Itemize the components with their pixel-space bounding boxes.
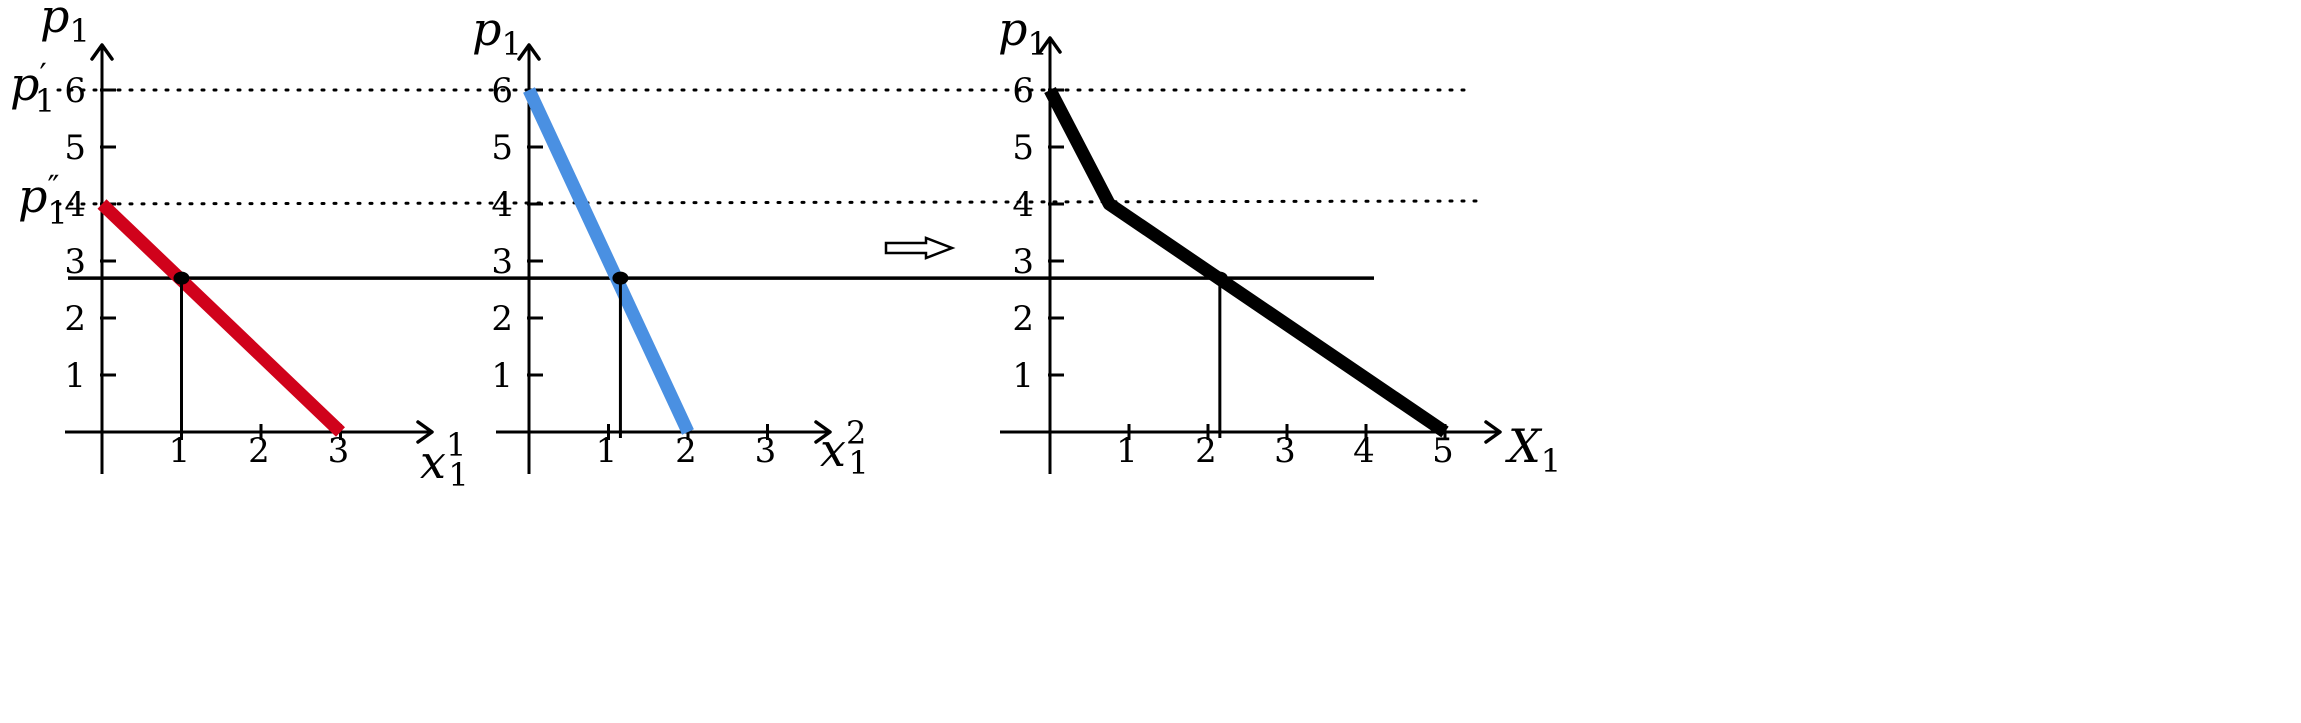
implies-arrow-icon (884, 236, 956, 260)
demand-curve (523, 87, 694, 435)
y-tick-label: 3 (1012, 242, 1034, 282)
x-tick-label: 4 (1353, 431, 1375, 471)
y-tick-label: 4 (1012, 185, 1034, 225)
y-tick-label: 2 (1012, 299, 1034, 339)
y-axis-label: p1 (472, 2, 522, 63)
price-labels: p′1 p″1 (10, 56, 68, 232)
y-tick-label: 1 (64, 356, 86, 396)
y-axis-arrowhead (90, 43, 114, 61)
p-prime-label-mark: ′ (39, 56, 46, 94)
p-double-prime-label: p″1 (18, 168, 68, 232)
y-tick-label: 5 (64, 128, 86, 168)
x-tick-label: 1 (596, 431, 618, 471)
y-tick-label: 2 (491, 299, 513, 339)
price-guide-lines (56, 88, 1480, 280)
demand-curve (1044, 87, 1449, 438)
y-tick-label: 4 (491, 185, 513, 225)
demand-curve (97, 199, 345, 437)
x-tick-label: 2 (1195, 431, 1217, 471)
x-tick-label: 1 (1116, 431, 1138, 471)
x-axis-label-sub: 1 (448, 456, 468, 494)
x-tick-label: 3 (755, 431, 777, 471)
guide-line-p-double-prime (56, 199, 1480, 206)
y-axis-label: p1 (40, 0, 90, 50)
y-axis-arrowhead (517, 43, 541, 61)
x-tick-label: 3 (1274, 431, 1296, 471)
x-axis-label-sup: 1 (446, 426, 466, 464)
y-tick-label: 2 (64, 299, 86, 339)
p-double-prime-label-mark: ″ (47, 168, 59, 206)
x-tick-label: 1 (169, 431, 191, 471)
y-axis-label-sub: 1 (501, 25, 521, 63)
implies-arrow (884, 236, 956, 260)
y-axis-label-sub: 1 (1027, 25, 1047, 63)
x-axis-label-sup: 2 (846, 414, 866, 452)
p-prime-label: p′1 (10, 56, 55, 120)
y-tick-label: 5 (1012, 128, 1034, 168)
y-axis-label-sub: 1 (69, 12, 89, 50)
equilibrium-point (612, 271, 629, 285)
x-axis-label: X1 (1505, 419, 1561, 480)
y-axis-label: p1 (998, 2, 1048, 63)
p-prime-label-sub: 1 (35, 82, 55, 120)
x-axis-arrowhead (416, 420, 434, 444)
x-axis-arrowhead (1484, 420, 1502, 444)
x-axis-label-sub: 1 (848, 444, 868, 482)
equilibrium-point (1211, 271, 1228, 285)
p-double-prime-label-sub: 1 (47, 194, 67, 232)
x-tick-label: 5 (1432, 431, 1454, 471)
y-tick-label: 3 (491, 242, 513, 282)
y-tick-label: 4 (64, 185, 86, 225)
y-tick-label: 1 (491, 356, 513, 396)
y-tick-label: 6 (64, 71, 86, 111)
x-tick-label: 3 (328, 431, 350, 471)
y-tick-label: 5 (491, 128, 513, 168)
x-tick-label: 2 (675, 431, 697, 471)
equilibrium-point (173, 271, 190, 285)
y-tick-label: 1 (1012, 356, 1034, 396)
x-axis-label-sub: 1 (1541, 442, 1561, 480)
y-axis-arrowhead (1038, 36, 1062, 54)
y-tick-label: 3 (64, 242, 86, 282)
x-tick-label: 2 (248, 431, 270, 471)
y-tick-label: 6 (1012, 71, 1034, 111)
x-axis-arrowhead (814, 420, 832, 444)
y-tick-label: 6 (491, 71, 513, 111)
